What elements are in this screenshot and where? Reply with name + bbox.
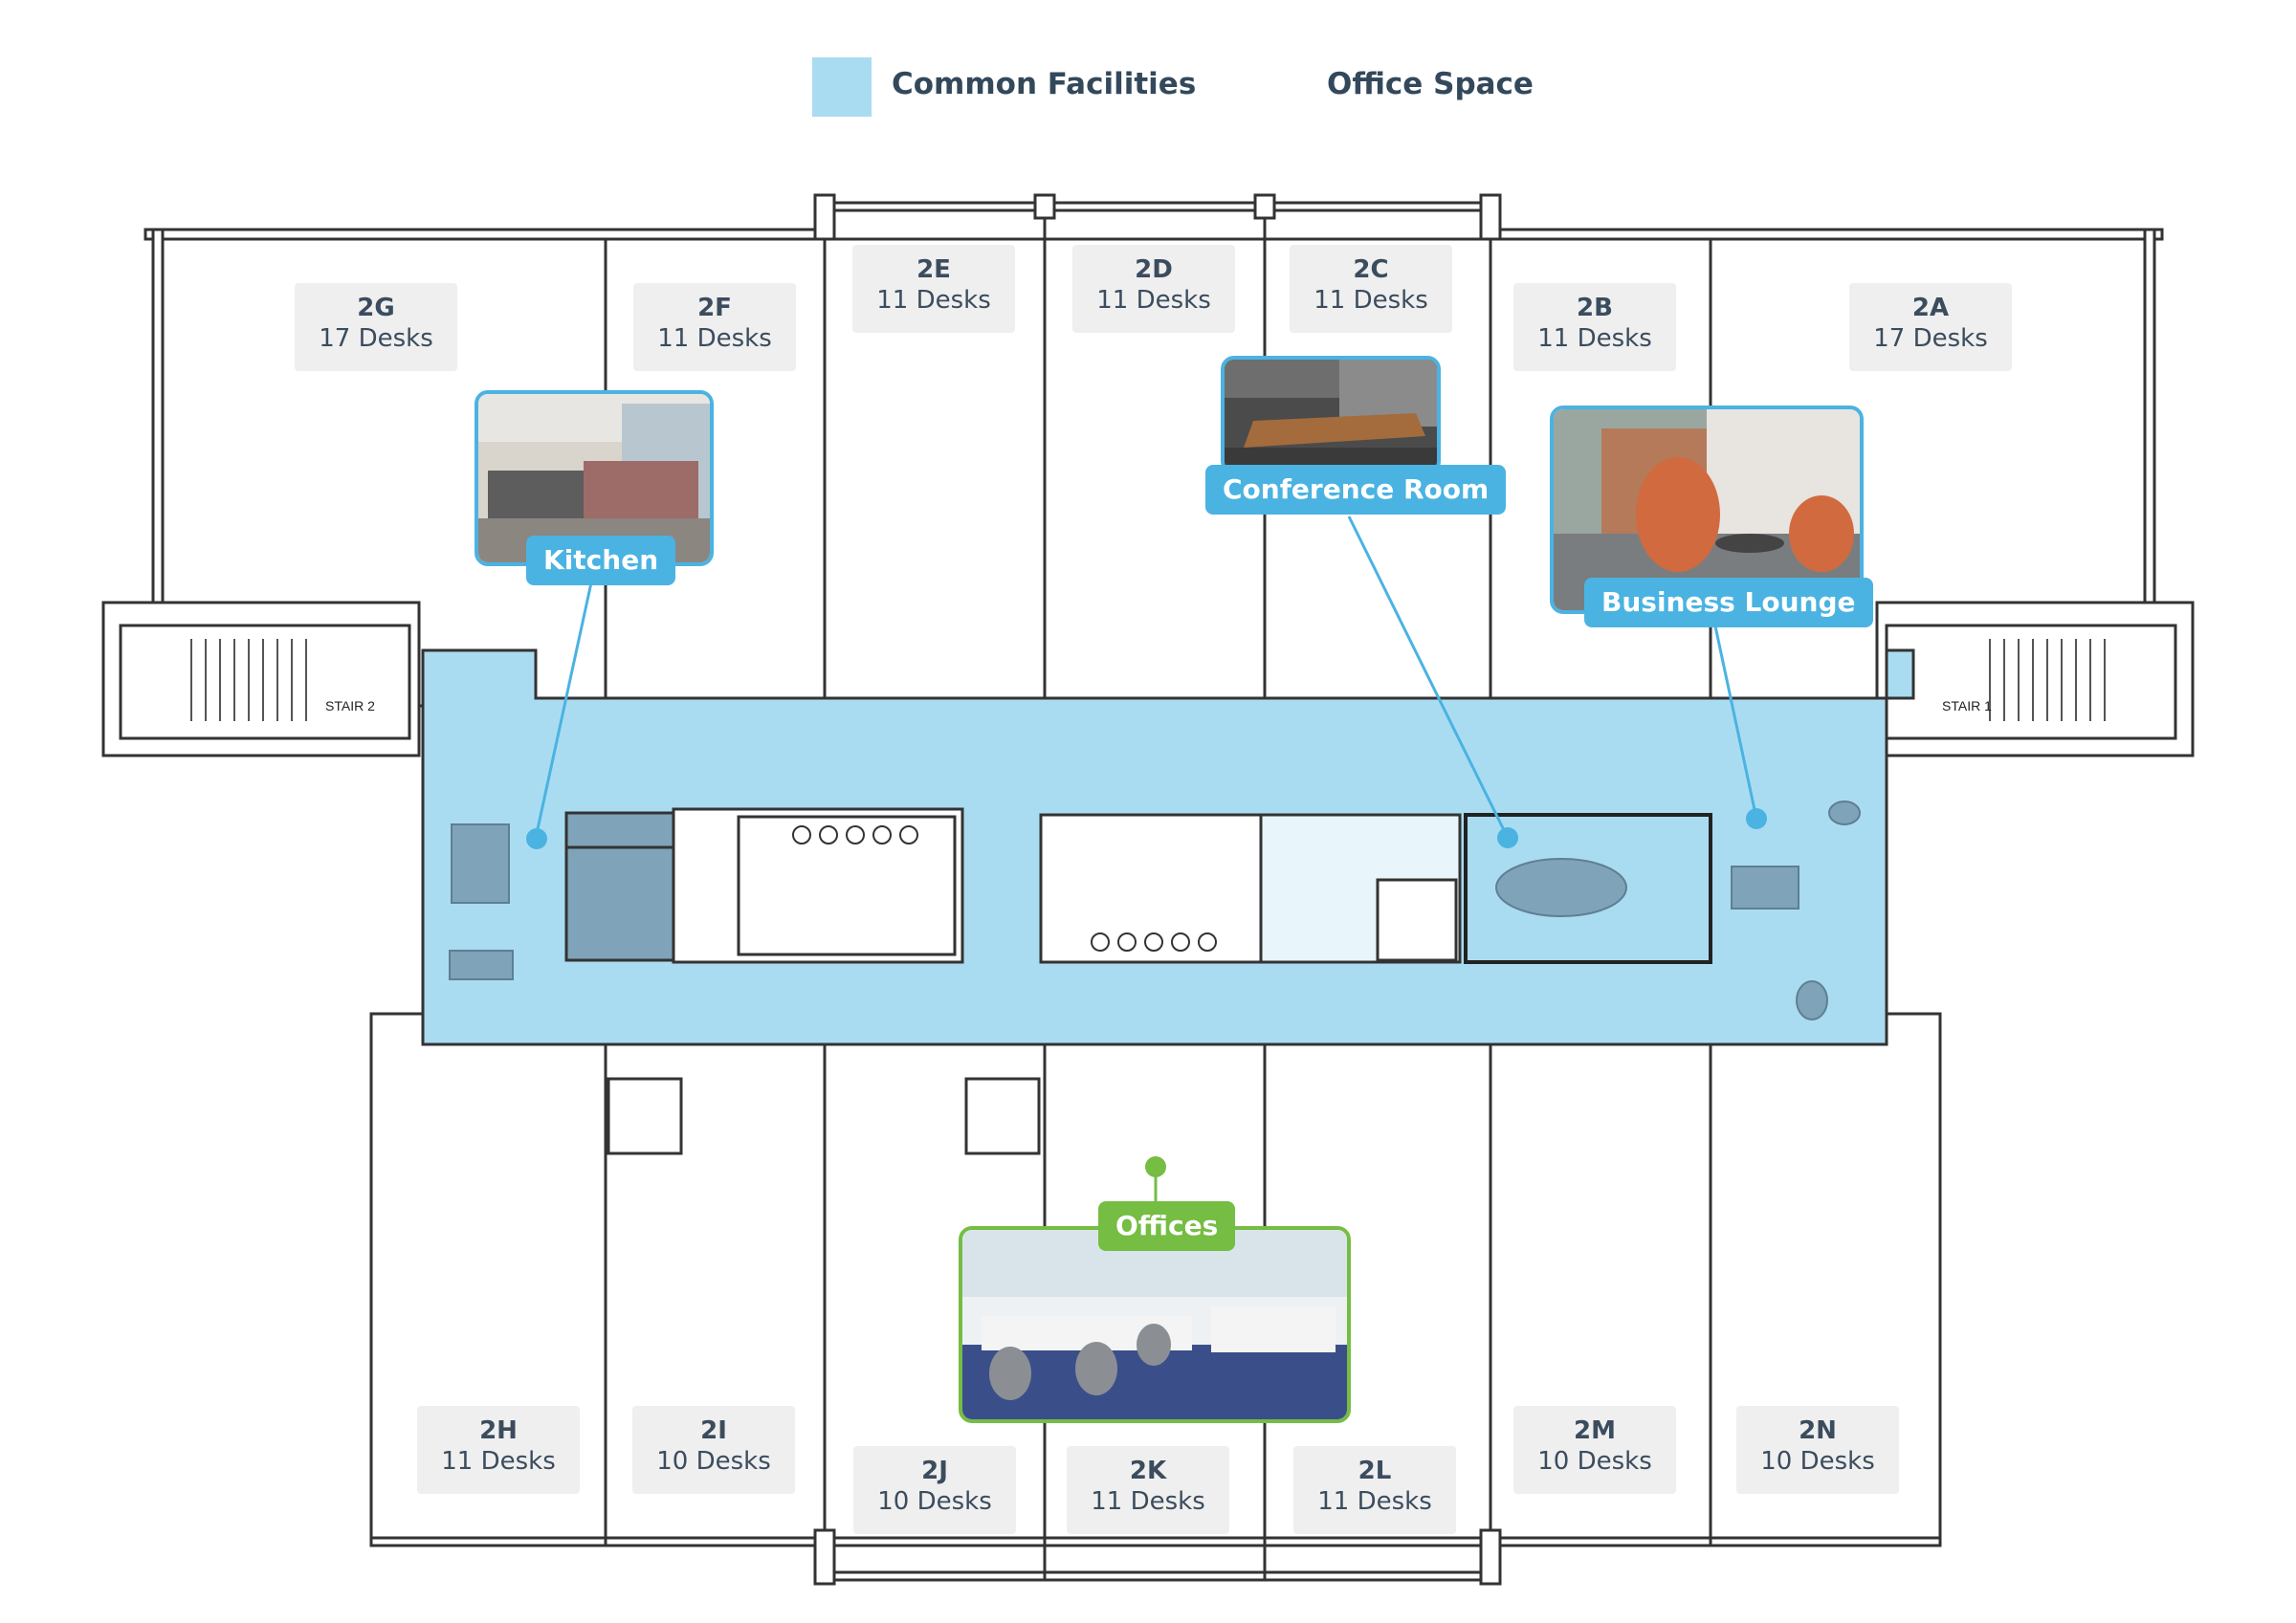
stair-1-label: STAIR 1: [1942, 698, 1992, 713]
office-id: 2L: [1358, 1457, 1392, 1485]
office-desks: 11 Desks: [1091, 1487, 1205, 1516]
office-id: 2A: [1911, 294, 1950, 322]
furniture: [449, 801, 1861, 1020]
office-2b[interactable]: 2B 11 Desks: [1513, 283, 1676, 371]
office-id: 2E: [916, 255, 951, 284]
office-id: 2K: [1129, 1457, 1167, 1485]
office-desks: 11 Desks: [1096, 286, 1211, 315]
office-2n[interactable]: 2N 10 Desks: [1736, 1406, 1899, 1494]
kitchen-marker[interactable]: [526, 828, 547, 849]
office-desks: 11 Desks: [876, 286, 991, 315]
offices-label[interactable]: Offices: [1098, 1201, 1236, 1251]
office-2g[interactable]: 2G 17 Desks: [295, 283, 457, 371]
office-desks: 10 Desks: [877, 1487, 992, 1516]
office-2k[interactable]: 2K 11 Desks: [1067, 1446, 1229, 1534]
offices-marker[interactable]: [1145, 1156, 1166, 1177]
office-2c[interactable]: 2C 11 Desks: [1290, 245, 1452, 333]
legend-office-label: Office Space: [1327, 67, 1534, 101]
office-id: 2J: [921, 1457, 948, 1485]
office-desks: 17 Desks: [1873, 324, 1988, 353]
restroom-fixtures: [792, 825, 1217, 952]
office-2f[interactable]: 2F 11 Desks: [633, 283, 796, 371]
stair-2-label: STAIR 2: [325, 698, 375, 713]
office-id: 2I: [700, 1416, 727, 1445]
office-2j[interactable]: 2J 10 Desks: [853, 1446, 1016, 1534]
lounge-marker[interactable]: [1746, 808, 1767, 829]
office-2l[interactable]: 2L 11 Desks: [1293, 1446, 1456, 1534]
office-id: 2M: [1574, 1416, 1616, 1445]
office-id: 2D: [1135, 255, 1173, 284]
common-facilities-swatch: [812, 57, 872, 117]
offices-photo: [959, 1226, 1351, 1423]
office-desks: 11 Desks: [441, 1447, 556, 1476]
office-desks: 10 Desks: [1537, 1447, 1652, 1476]
office-desks: 11 Desks: [1317, 1487, 1432, 1516]
office-2a[interactable]: 2A 17 Desks: [1849, 283, 2012, 371]
office-2e[interactable]: 2E 11 Desks: [852, 245, 1015, 333]
office-id: 2N: [1799, 1416, 1837, 1445]
office-id: 2H: [479, 1416, 518, 1445]
office-id: 2B: [1577, 294, 1613, 322]
office-desks: 17 Desks: [319, 324, 433, 353]
kitchen-label[interactable]: Kitchen: [526, 536, 676, 585]
stair-wells: [101, 601, 2195, 757]
office-2i[interactable]: 2I 10 Desks: [632, 1406, 795, 1494]
lounge-label[interactable]: Business Lounge: [1584, 578, 1873, 627]
office-2m[interactable]: 2M 10 Desks: [1513, 1406, 1676, 1494]
offices-image: [962, 1230, 1347, 1419]
office-desks: 11 Desks: [1537, 324, 1652, 353]
office-desks: 10 Desks: [656, 1447, 771, 1476]
office-desks: 11 Desks: [657, 324, 772, 353]
office-desks: 10 Desks: [1760, 1447, 1875, 1476]
conference-label[interactable]: Conference Room: [1205, 465, 1507, 515]
legend-common-label: Common Facilities: [892, 67, 1197, 101]
office-id: 2C: [1353, 255, 1389, 284]
office-id: 2F: [697, 294, 732, 322]
conference-image: [1225, 360, 1437, 471]
office-id: 2G: [357, 294, 395, 322]
conference-photo: [1221, 356, 1441, 474]
office-desks: 11 Desks: [1314, 286, 1428, 315]
office-2h[interactable]: 2H 11 Desks: [417, 1406, 580, 1494]
conference-marker[interactable]: [1497, 827, 1518, 848]
office-2d[interactable]: 2D 11 Desks: [1072, 245, 1235, 333]
